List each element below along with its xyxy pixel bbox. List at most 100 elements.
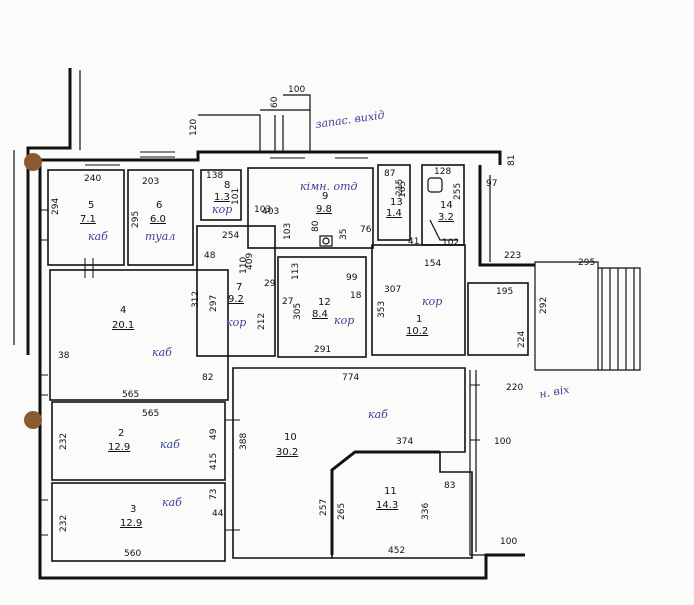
dim-label: 110 — [239, 257, 249, 274]
dim-label: 76 — [360, 225, 372, 235]
room-number: 4 — [120, 305, 126, 316]
dim-label: 29 — [264, 279, 276, 289]
room-number: 5 — [88, 200, 94, 211]
room-area: 12.9 — [108, 442, 130, 453]
room-note: кор — [226, 316, 246, 329]
dimension-labels: 100 60 120 81 97 102 154 223 195 292 295… — [58, 85, 595, 547]
room-12-label: 12 8.4 291 305 кор — [293, 297, 354, 355]
stair-note: н. віх — [538, 383, 571, 401]
room-1-label: 1 10.2 307 353 кор — [377, 285, 442, 337]
dim-label: 297 — [209, 295, 219, 312]
room-depth: 101 — [231, 188, 241, 205]
room-number: 7 — [236, 282, 242, 293]
room-width: 203 — [142, 177, 159, 187]
entrance-note: запас. вихід — [315, 108, 386, 131]
dim-label: 60 — [270, 96, 280, 108]
room-number: 11 — [384, 486, 397, 497]
dim-label: 38 — [58, 351, 70, 361]
room-width: 403 — [262, 207, 279, 217]
dim-label: 257 — [319, 499, 329, 516]
room-2-outline — [51, 401, 226, 481]
dim-label: 81 — [507, 155, 517, 166]
room-2-label: 2 12.9 565 232 каб — [59, 409, 180, 453]
room-4-outline — [49, 269, 229, 401]
room-area: 9.8 — [316, 204, 332, 215]
room-depth: 388 — [239, 433, 249, 450]
room-depth: 336 — [421, 503, 431, 520]
room-15-outline — [467, 282, 529, 356]
room-6-outline — [127, 169, 194, 266]
room-note: каб — [88, 230, 108, 243]
room-note: кор — [334, 314, 354, 327]
room-number: 14 — [440, 200, 453, 211]
room-note: кімн. отд — [300, 180, 357, 193]
dim-label: 80 — [311, 220, 321, 232]
room-area: 30.2 — [276, 447, 298, 458]
dim-label: 97 — [486, 179, 497, 189]
room-note: туал — [145, 230, 175, 243]
room-number: 3 — [130, 504, 136, 515]
room-depth: 165 — [398, 181, 408, 198]
room-3-outline — [51, 482, 226, 562]
room-area: 20.1 — [112, 320, 134, 331]
room-number: 9 — [322, 191, 328, 202]
window-marks — [40, 151, 480, 536]
room-number: 1 — [416, 314, 422, 325]
room-7-outline — [196, 225, 276, 357]
dim-label: 154 — [424, 259, 441, 269]
room-number: 12 — [318, 297, 331, 308]
room-number: 10 — [284, 432, 297, 443]
dim-label: 41 — [408, 237, 419, 247]
room-depth: 305 — [293, 303, 303, 320]
room-depth: 409 — [245, 253, 255, 270]
dim-label: 265 — [337, 503, 347, 520]
room-area: 9.2 — [228, 294, 244, 305]
room-7-label: 7 9.2 254 409 кор — [222, 231, 255, 329]
binder-hole-top — [24, 153, 42, 171]
room-note: каб — [162, 496, 182, 509]
room-6-label: 6 6.0 203 295 туал — [131, 177, 175, 243]
room-area: 14.3 — [376, 500, 398, 511]
room-area: 10.2 — [406, 326, 428, 337]
room-depth: 232 — [59, 433, 69, 450]
dim-label: 223 — [504, 251, 521, 261]
room-width: 128 — [434, 167, 451, 177]
stove-burner — [322, 237, 330, 245]
dim-label: 195 — [496, 287, 513, 297]
room-depth: 232 — [59, 515, 69, 532]
room-13-label: 13 1.4 87 165 — [384, 169, 408, 219]
room-note: каб — [368, 408, 388, 421]
dim-label: 100 — [494, 437, 511, 447]
room-depth: 353 — [377, 301, 387, 318]
dim-label: 113 — [291, 263, 301, 280]
room-note: кор — [212, 203, 232, 216]
room-depth: 255 — [453, 183, 463, 200]
room-5-outline — [47, 169, 125, 266]
room-area: 3.2 — [438, 212, 454, 223]
room-12-outline — [277, 256, 367, 358]
dim-label: 27 — [282, 297, 293, 307]
binder-hole-bottom — [24, 411, 42, 429]
room-depth: 295 — [131, 211, 141, 228]
room-5-label: 5 7.1 240 294 каб — [51, 174, 108, 243]
dim-label: 100 — [500, 537, 517, 547]
dim-label: 99 — [346, 273, 358, 283]
room-width: 254 — [222, 231, 239, 241]
room-9-label: 9 9.8 403 103 кімн. отд — [262, 180, 357, 240]
wc-partition — [429, 219, 458, 241]
dim-label: 220 — [506, 383, 523, 393]
room-area: 7.1 — [80, 214, 96, 225]
dim-label: 48 — [204, 251, 216, 261]
room-depth: 294 — [51, 198, 61, 215]
room-width: 560 — [124, 549, 141, 559]
dim-label: 35 — [339, 229, 349, 240]
room-3-label: 3 12.9 560 232 каб — [59, 496, 182, 559]
room-9-outline — [247, 167, 374, 249]
room-area: 1.3 — [214, 192, 230, 203]
room-13-outline — [377, 164, 411, 241]
dim-label: 215 — [395, 179, 405, 196]
dim-label: 374 — [396, 437, 413, 447]
room-11-outline — [331, 451, 473, 559]
room-10-outline — [232, 367, 466, 559]
room-14-label: 14 3.2 128 255 — [434, 167, 463, 223]
